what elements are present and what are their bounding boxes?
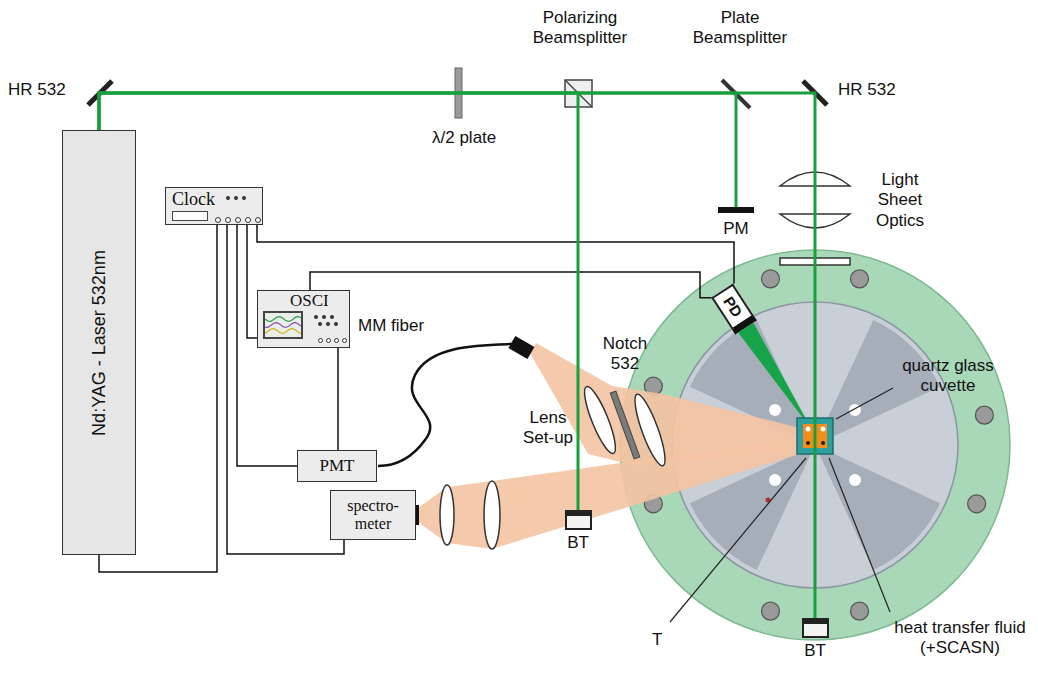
photodiode-view-cone	[737, 322, 812, 430]
clock-button	[242, 196, 246, 200]
stage-screw	[761, 270, 779, 288]
oscilloscope-input	[326, 338, 331, 343]
signal-cable	[257, 225, 734, 283]
node-label: Clock	[172, 189, 215, 210]
beam-trap-body	[802, 618, 829, 638]
stage-screw	[851, 270, 869, 288]
component-label: Plate Beamsplitter	[685, 8, 795, 49]
multimode-fiber	[378, 344, 512, 466]
clock-box: Clock	[165, 187, 263, 225]
signal-cable	[247, 225, 257, 338]
spectrometer-box: spectro- meter	[330, 490, 416, 540]
fiber-head	[508, 336, 534, 359]
node-label: OSCI	[290, 291, 329, 311]
clock-output-pin	[245, 217, 251, 223]
mirror-label: HR 532	[838, 80, 896, 100]
clock-button	[226, 196, 230, 200]
stage-sector	[815, 445, 940, 570]
mirror-label: HR 532	[8, 80, 66, 100]
signal-cable	[227, 225, 344, 554]
leader-line	[670, 458, 806, 622]
component-label: λ/2 plate	[432, 128, 496, 148]
signal-cable	[310, 272, 711, 298]
node-label: Nd:YAG - Laser 532nm	[89, 250, 110, 436]
clock-output-pin	[225, 217, 231, 223]
stage-screw	[761, 602, 779, 620]
oscilloscope-trace	[265, 329, 301, 334]
collection-lens	[484, 481, 500, 549]
stage-hole	[769, 404, 781, 416]
node-label: spectro- meter	[331, 497, 415, 534]
laser-beam	[99, 93, 815, 618]
stage-screw	[975, 406, 993, 424]
leader-line	[836, 388, 893, 419]
power-meter-head	[718, 207, 754, 213]
node-label: PMT	[316, 456, 359, 476]
clock-output-pin	[215, 217, 221, 223]
beam-trap-body	[565, 510, 592, 530]
pmt-box: PMT	[297, 450, 377, 482]
laser-beam	[99, 93, 578, 510]
fluid-label: heat transfer fluid (+SCASN)	[888, 618, 1033, 659]
component-label: MM fiber	[358, 316, 424, 336]
component-label: Polarizing Beamsplitter	[520, 8, 640, 49]
component-label: Notch 532	[595, 334, 655, 375]
stage-hole	[769, 474, 781, 486]
leader-line	[829, 458, 890, 612]
collection-lens	[629, 392, 670, 469]
stage-screw	[968, 495, 986, 513]
quartz-cuvette	[806, 441, 810, 445]
fiber-head	[508, 336, 534, 359]
oscilloscope-box: OSCI	[257, 290, 350, 348]
stage-hole	[849, 474, 861, 486]
node-label: PD	[720, 293, 746, 320]
quartz-cuvette	[821, 441, 825, 445]
oscilloscope-knob	[330, 315, 334, 319]
laser-box: Nd:YAG - Laser 532nm	[62, 130, 136, 555]
collection-lens	[440, 485, 454, 545]
oscilloscope-input	[342, 338, 347, 343]
quartz-cuvette	[806, 427, 811, 432]
oscilloscope-knob	[334, 322, 338, 326]
clock-output-pin	[255, 217, 261, 223]
clock-button	[234, 196, 238, 200]
clock-display	[172, 211, 208, 221]
component-label: Light Sheet Optics	[870, 170, 930, 231]
oscilloscope-screen	[263, 311, 303, 339]
oscilloscope-knob	[326, 322, 330, 326]
component-label: quartz glass cuvette	[893, 356, 1003, 397]
quartz-cuvette	[821, 427, 826, 432]
oscilloscope-knob	[318, 322, 322, 326]
oscilloscope-knob	[322, 315, 326, 319]
node-label: BT	[567, 533, 589, 553]
oscilloscope-trace	[265, 323, 301, 328]
oscilloscope-input	[334, 338, 339, 343]
oscilloscope-trace	[265, 317, 301, 322]
fluorescence-cone	[418, 438, 800, 549]
node-label: PM	[723, 219, 749, 239]
oscilloscope-trace	[265, 313, 301, 337]
power-meter: PM	[718, 207, 754, 239]
oscilloscope-input	[318, 338, 323, 343]
thermocouple-label: T	[652, 630, 662, 650]
node-label: BT	[804, 641, 826, 661]
signal-cable	[337, 348, 339, 450]
oscilloscope-knob	[314, 315, 318, 319]
beam-trap: BT	[802, 618, 829, 661]
clock-output-pin	[235, 217, 241, 223]
beam-trap: BT	[565, 510, 592, 553]
photodiode: PD	[711, 283, 757, 334]
stage-screw	[851, 602, 869, 620]
component-label: Lens Set-up	[518, 408, 578, 449]
